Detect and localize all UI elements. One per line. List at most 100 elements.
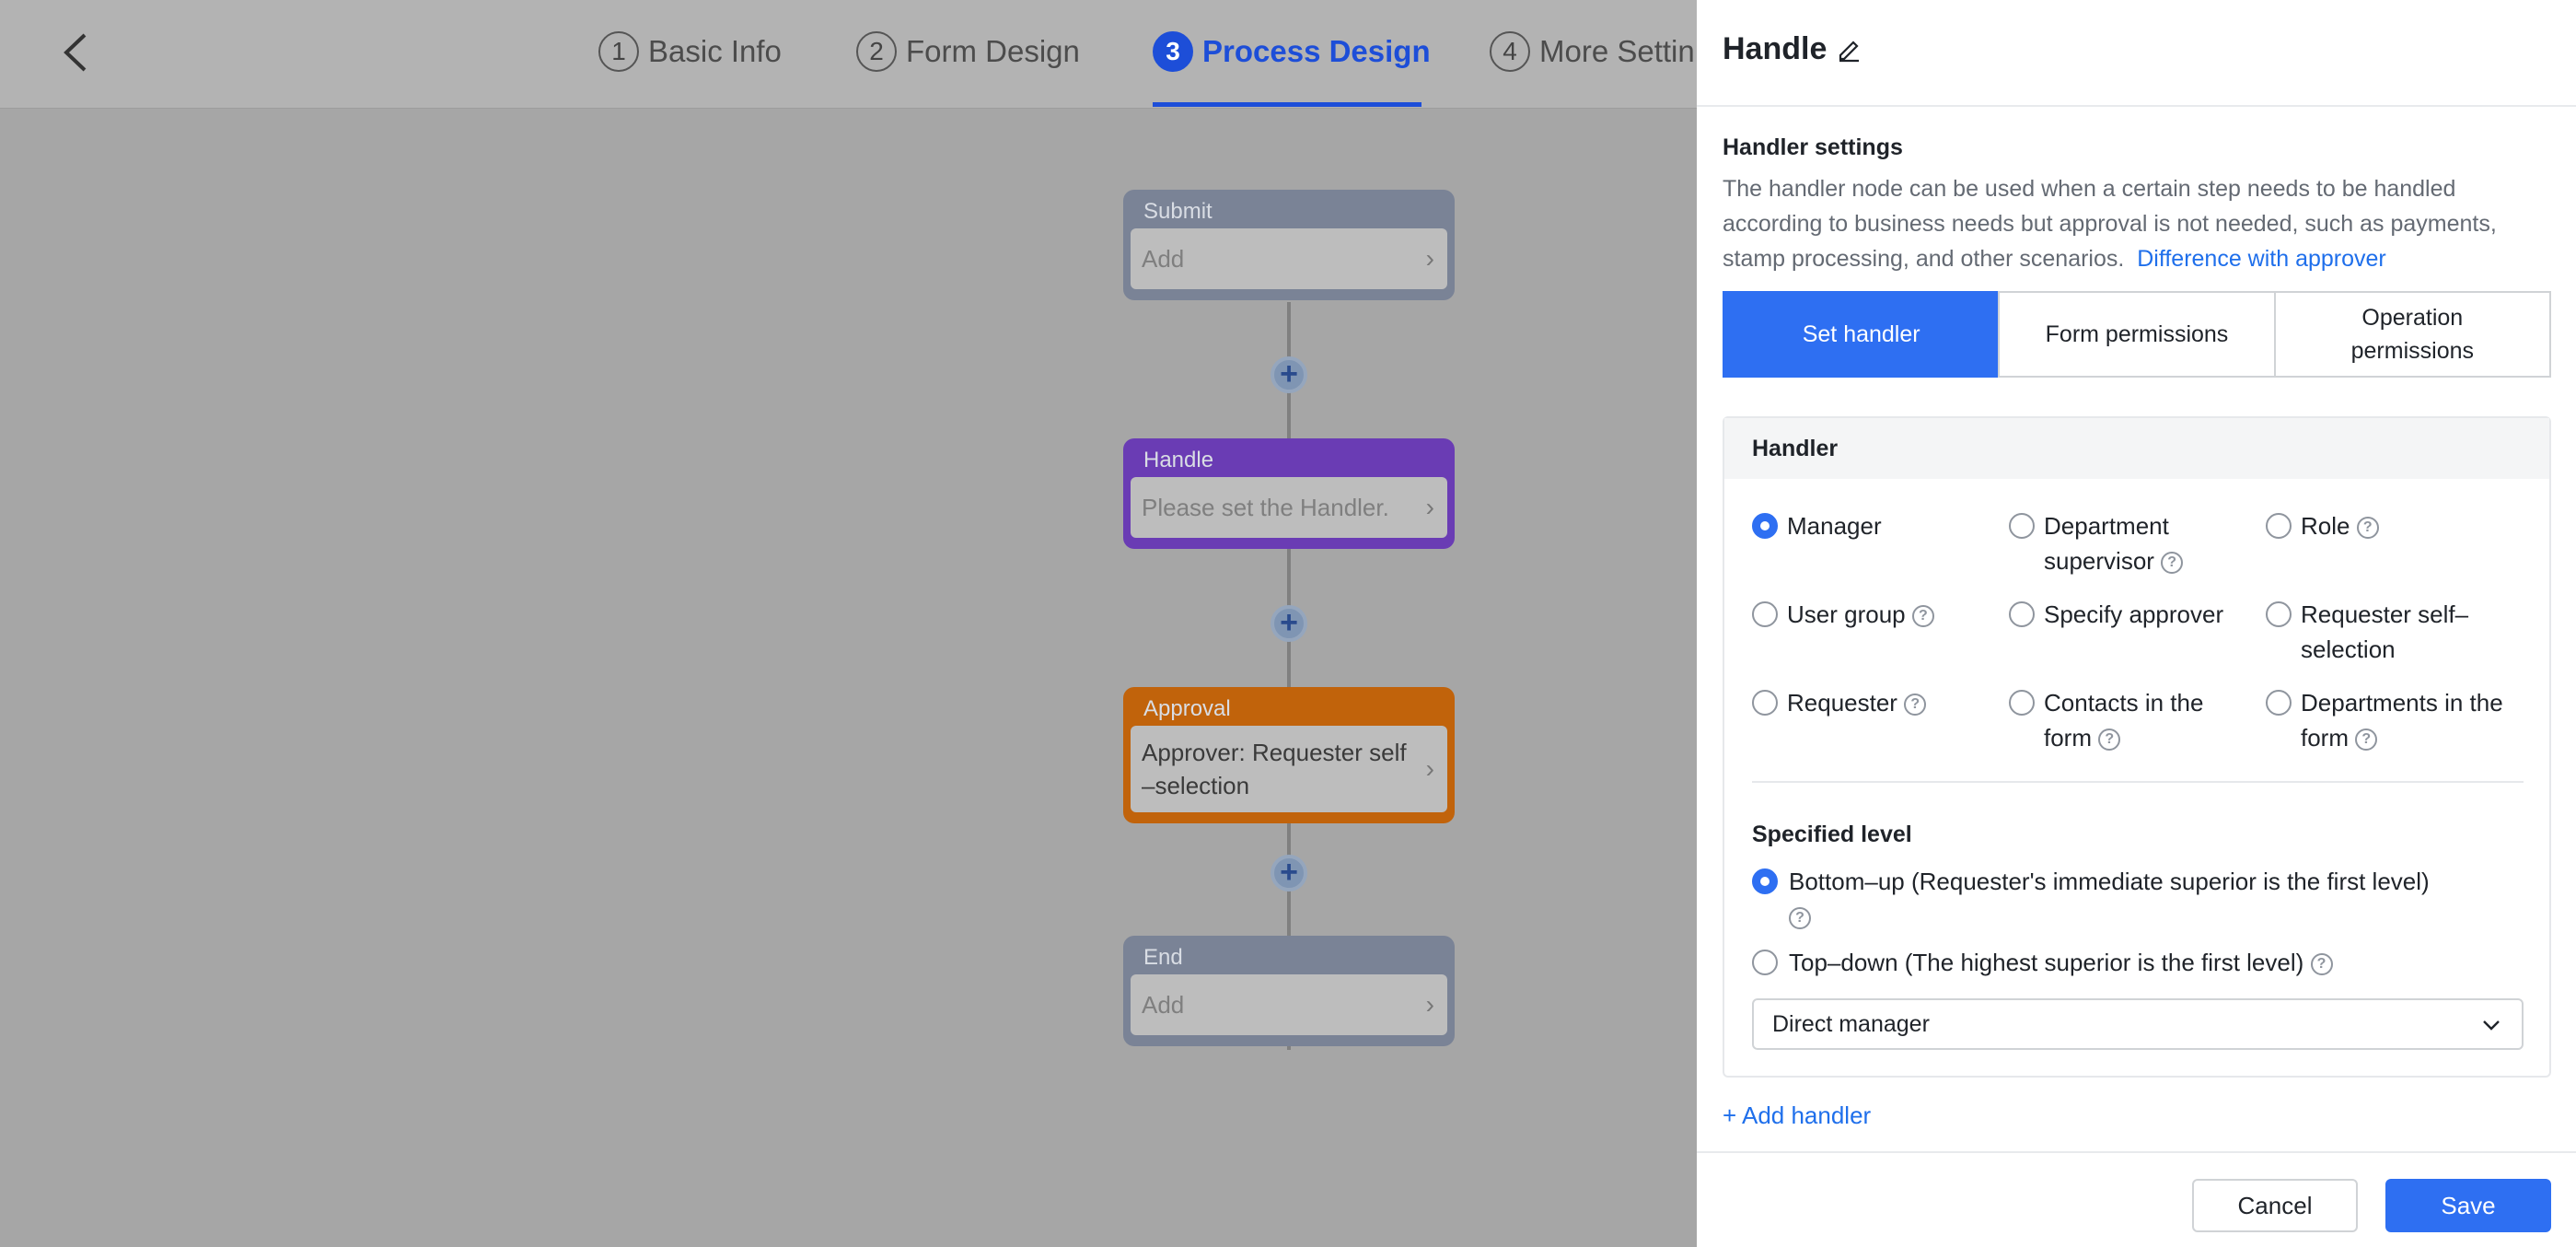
divider [1697, 1151, 2576, 1153]
option-label: User group [1787, 600, 1906, 628]
add-node-plus-icon[interactable]: + [1271, 605, 1307, 642]
cancel-button[interactable]: Cancel [2192, 1179, 2358, 1232]
radio-button[interactable] [2266, 513, 2292, 539]
radio-button[interactable] [1752, 513, 1778, 539]
back-arrow-icon[interactable] [57, 28, 94, 77]
chevron-right-icon: › [1425, 244, 1434, 273]
help-icon[interactable]: ? [2098, 728, 2121, 752]
level-option-top-down[interactable]: Top–down (The highest superior is the fi… [1752, 945, 2333, 980]
option-label: Role [2301, 512, 2350, 540]
node-body: Please set the Handler. [1142, 493, 1389, 521]
help-icon[interactable]: ? [1904, 693, 1927, 717]
option-role[interactable]: Role ? [2266, 508, 2379, 543]
flow-canvas: + + + Submit Add › Handle Please set the… [0, 109, 1699, 1247]
level-select[interactable]: Direct manager [1752, 998, 2524, 1050]
radio-button[interactable] [1752, 690, 1778, 716]
step-number: 4 [1490, 31, 1530, 72]
option-label: Top–down (The highest superior is the fi… [1789, 949, 2304, 976]
step-label: Form Design [906, 34, 1080, 68]
tab-set-handler[interactable]: Set handler [1723, 291, 2001, 378]
edit-pencil-icon[interactable] [1835, 35, 1862, 63]
radio-button[interactable] [1752, 601, 1778, 627]
help-icon[interactable]: ? [2356, 517, 2379, 540]
chevron-right-icon: › [1425, 990, 1434, 1019]
help-icon[interactable]: ? [1911, 605, 1934, 628]
add-handler-button[interactable]: + Add handler [1723, 1101, 1871, 1130]
difference-with-approver-link[interactable]: Difference with approver [2137, 246, 2386, 272]
top-bar: 1 Basic Info 2 Form Design 3 Process Des… [0, 0, 1699, 109]
plus-icon: + [1723, 1101, 1737, 1129]
radio-button[interactable] [2266, 690, 2292, 716]
option-requester-self-selection[interactable]: Requester self– selection [2266, 597, 2468, 667]
handle-settings-drawer: Handle Handler settings The handler node… [1697, 0, 2576, 1247]
step-number: 3 [1153, 31, 1193, 72]
option-requester[interactable]: Requester ? [1752, 685, 1927, 720]
step-number: 2 [856, 31, 897, 72]
flow-connector [1287, 799, 1291, 1050]
step-more-settings[interactable]: 4 More Settin [1490, 26, 1695, 77]
section-description: The handler node can be used when a cert… [1723, 171, 2551, 276]
node-title: Submit [1143, 199, 1213, 224]
option-label: Requester self– selection [2301, 600, 2469, 663]
level-option-bottom-up[interactable]: Bottom–up (Requester's immediate superio… [1752, 864, 2516, 934]
flow-node-handle[interactable]: Handle Please set the Handler. › [1123, 438, 1455, 549]
divider [1697, 105, 2576, 107]
radio-button[interactable] [1752, 868, 1778, 894]
option-label: Specify approver [2044, 600, 2224, 628]
help-icon[interactable]: ? [2355, 728, 2378, 752]
description-text: The handler node can be used when a cert… [1723, 176, 2497, 272]
flow-node-approval[interactable]: Approval Approver: Requester self –selec… [1123, 687, 1455, 823]
divider [1752, 781, 2524, 783]
radio-button[interactable] [2009, 690, 2035, 716]
tab-operation-permissions[interactable]: Operation permissions [2273, 291, 2551, 378]
option-departments-in-form[interactable]: Departments in the form ? [2266, 685, 2503, 755]
step-label: Process Design [1202, 34, 1431, 68]
node-body: Add [1142, 244, 1185, 273]
radio-button[interactable] [2009, 601, 2035, 627]
step-process-design[interactable]: 3 Process Design [1153, 26, 1431, 77]
flow-connector [1287, 551, 1291, 799]
step-number: 1 [598, 31, 639, 72]
flow-node-submit[interactable]: Submit Add › [1123, 190, 1455, 300]
radio-button[interactable] [2266, 601, 2292, 627]
option-department-supervisor[interactable]: Department supervisor ? [2009, 508, 2184, 578]
step-label: Basic Info [648, 34, 782, 68]
option-label: Departments in the form [2301, 689, 2503, 752]
node-title: Approval [1143, 696, 1231, 721]
settings-tabs: Set handler Form permissions Operation p… [1723, 291, 2551, 378]
node-body: Add [1142, 990, 1185, 1019]
save-button[interactable]: Save [2385, 1179, 2551, 1232]
section-title: Handler settings [1723, 134, 1903, 160]
flow-connector [1287, 302, 1291, 551]
option-user-group[interactable]: User group ? [1752, 597, 1934, 632]
option-specify-approver[interactable]: Specify approver [2009, 597, 2223, 632]
add-node-plus-icon[interactable]: + [1271, 855, 1307, 892]
tab-form-permissions[interactable]: Form permissions [1998, 291, 2276, 378]
option-label: Department supervisor [2044, 512, 2169, 575]
node-title: Handle [1143, 448, 1214, 472]
node-title: End [1143, 945, 1183, 970]
help-icon[interactable]: ? [1789, 907, 1811, 930]
option-manager[interactable]: Manager [1752, 508, 1882, 543]
radio-button[interactable] [2009, 513, 2035, 539]
option-contacts-in-form[interactable]: Contacts in the form ? [2009, 685, 2203, 755]
specified-level-title: Specified level [1752, 822, 1912, 847]
chevron-down-icon [2483, 1020, 2500, 1031]
active-step-underline [1153, 102, 1421, 107]
select-value: Direct manager [1772, 1011, 1930, 1037]
add-node-plus-icon[interactable]: + [1271, 356, 1307, 393]
panel-title: Handler [1724, 418, 2549, 479]
help-icon[interactable]: ? [2310, 953, 2333, 976]
help-icon[interactable]: ? [2161, 552, 2184, 575]
chevron-right-icon: › [1425, 754, 1434, 783]
flow-node-end[interactable]: End Add › [1123, 936, 1455, 1046]
radio-button[interactable] [1752, 950, 1778, 975]
option-label: Bottom–up (Requester's immediate superio… [1789, 868, 2430, 895]
handler-panel: Handler Manager Department supervisor ? … [1723, 416, 2551, 1078]
step-form-design[interactable]: 2 Form Design [856, 26, 1080, 77]
step-label: More Settin [1539, 34, 1695, 68]
node-body: Approver: Requester self –selection [1142, 739, 1407, 799]
step-basic-info[interactable]: 1 Basic Info [598, 26, 782, 77]
add-handler-label: Add handler [1741, 1101, 1872, 1129]
chevron-right-icon: › [1425, 493, 1434, 521]
